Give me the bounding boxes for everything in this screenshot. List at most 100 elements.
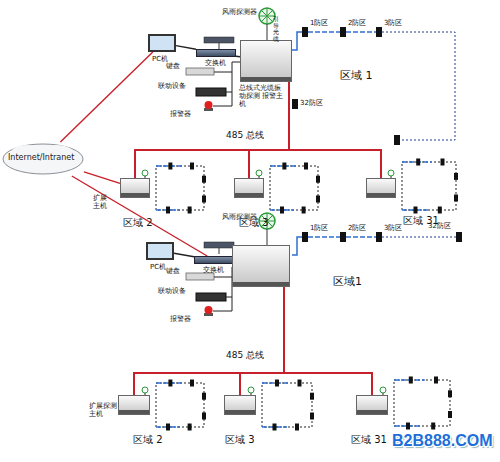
device-label: 键盘 bbox=[166, 267, 180, 275]
router bbox=[204, 37, 234, 43]
host-unit: 总线式光缆振动探测 报警主机 bbox=[240, 40, 292, 82]
device-label: 1防区 bbox=[310, 224, 328, 232]
network-link bbox=[174, 253, 194, 256]
sensor-device bbox=[416, 159, 420, 166]
node-label: 区域1 bbox=[333, 276, 362, 289]
pc-terminal: PC机 bbox=[146, 242, 174, 260]
sensor-device bbox=[448, 390, 452, 397]
sensor-device bbox=[275, 380, 279, 387]
node-label: 交换机 bbox=[205, 59, 226, 67]
host-antenna bbox=[380, 387, 386, 393]
device-name: 扩展 主机 bbox=[93, 194, 115, 210]
sensor-device bbox=[166, 207, 170, 214]
sensor-loop bbox=[156, 166, 204, 210]
host-unit: 扩展探测 主机区域 2 bbox=[118, 395, 150, 415]
linkage-device bbox=[196, 293, 226, 301]
sensor-device bbox=[414, 207, 418, 214]
network-switch: 交换机 bbox=[194, 256, 234, 264]
linkage-device bbox=[196, 88, 226, 96]
sensor-device bbox=[273, 424, 277, 431]
host-antenna bbox=[248, 387, 254, 393]
sensor-device bbox=[441, 159, 445, 166]
sensor-loop bbox=[394, 380, 450, 426]
rs485-bus bbox=[240, 287, 284, 395]
sensor-device bbox=[454, 195, 458, 202]
zone-device bbox=[340, 27, 346, 37]
zone-device bbox=[456, 232, 462, 242]
control-wire bbox=[214, 72, 232, 73]
sensor-device bbox=[316, 176, 320, 183]
lead-fiber bbox=[292, 32, 302, 50]
host-unit: 区域 31 bbox=[356, 395, 388, 415]
fiber-cable bbox=[308, 31, 340, 33]
sensor-device bbox=[431, 423, 435, 430]
rs485-bus bbox=[134, 287, 284, 395]
device-label: 32防区 bbox=[300, 99, 323, 107]
sensor-device bbox=[310, 393, 314, 400]
host-unit: 区域1 bbox=[232, 245, 290, 287]
router-link bbox=[219, 248, 220, 254]
sensor-device bbox=[298, 380, 302, 387]
cloud-shape bbox=[3, 144, 83, 174]
node-label: PC机 bbox=[150, 263, 166, 271]
device-label: 485 总线 bbox=[226, 130, 264, 140]
sensor-device bbox=[438, 207, 442, 214]
sensor-loop bbox=[402, 162, 456, 210]
zone-device bbox=[376, 27, 382, 37]
network-link bbox=[176, 46, 196, 50]
node-label: Internet/Intranet bbox=[8, 153, 78, 162]
sensor-device bbox=[434, 377, 438, 384]
keyboard bbox=[186, 68, 214, 75]
sensor-device bbox=[166, 424, 170, 431]
device-label: 报警器 bbox=[170, 110, 191, 118]
sensor-device bbox=[202, 413, 206, 420]
device-label: 联动设备 bbox=[158, 82, 186, 90]
sensor-device bbox=[202, 393, 206, 400]
rs485-bus bbox=[289, 82, 381, 178]
keyboard bbox=[186, 273, 214, 280]
host-unit: 区域 3 bbox=[234, 178, 264, 198]
router bbox=[204, 242, 234, 248]
zone-device bbox=[302, 27, 308, 37]
fiber-cable bbox=[308, 236, 340, 238]
weather-detector bbox=[259, 8, 275, 24]
sensor-device bbox=[202, 176, 206, 183]
antenna-lead bbox=[267, 24, 268, 40]
sensor-device bbox=[316, 196, 320, 203]
zone-device bbox=[394, 135, 400, 145]
network-switch: 交换机 bbox=[196, 49, 236, 57]
sensor-device bbox=[406, 423, 410, 430]
host-antenna bbox=[142, 387, 148, 393]
device-label: 联动设备 bbox=[158, 287, 186, 295]
sensor-device bbox=[190, 163, 194, 170]
device-label: 风雨探测器 bbox=[222, 213, 257, 221]
rs485-bus bbox=[284, 287, 372, 395]
sensor-device bbox=[190, 380, 194, 387]
sensor-device bbox=[304, 163, 308, 170]
device-label: 3防区 bbox=[384, 19, 402, 27]
fiber-cable bbox=[382, 237, 456, 238]
device-name: 扩展探测 主机 bbox=[89, 402, 117, 418]
sensor-device bbox=[168, 163, 172, 170]
device-label: 3防区 bbox=[384, 224, 402, 232]
weather-detector bbox=[261, 10, 272, 21]
host-unit: 扩展 主机区域 2 bbox=[120, 178, 150, 198]
control-wire bbox=[226, 297, 232, 298]
host-unit: 区域 31 bbox=[366, 178, 396, 198]
sensor-loop bbox=[262, 383, 312, 427]
control-wire bbox=[214, 277, 232, 278]
cable-label: 引导光缆 bbox=[273, 16, 279, 42]
zone-device bbox=[376, 232, 382, 242]
control-wire bbox=[213, 106, 232, 107]
network-link bbox=[60, 52, 152, 142]
host-antenna bbox=[388, 170, 394, 176]
sensor-device bbox=[280, 207, 284, 214]
sensor-device bbox=[168, 380, 172, 387]
device-label: 2防区 bbox=[348, 224, 366, 232]
node-label: 区域 3 bbox=[225, 434, 255, 446]
sensor-device bbox=[310, 413, 314, 420]
node-label: 交换机 bbox=[203, 266, 224, 274]
host-antenna bbox=[142, 170, 148, 176]
device-label: 报警器 bbox=[170, 315, 191, 323]
